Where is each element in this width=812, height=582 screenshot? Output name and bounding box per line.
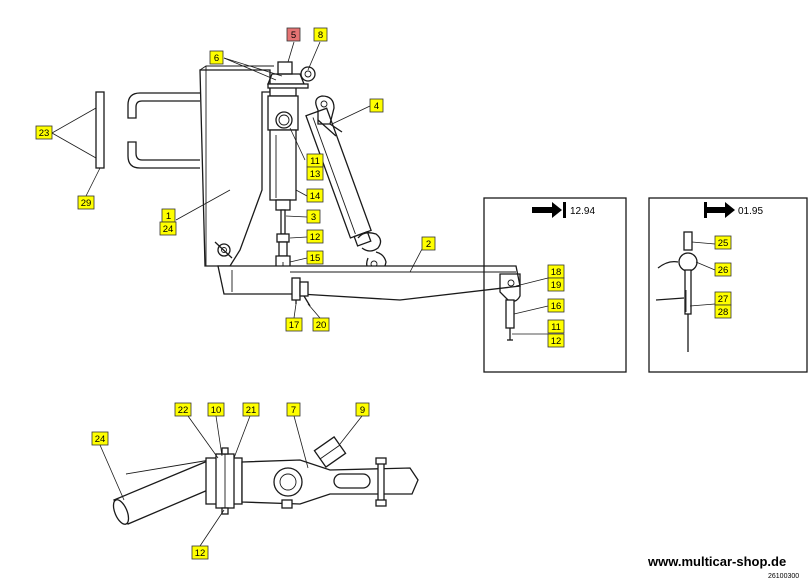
callout-17: 17 — [285, 317, 303, 332]
svg-text:11: 11 — [310, 156, 320, 167]
svg-text:1: 1 — [166, 211, 171, 222]
svg-text:12: 12 — [195, 548, 206, 559]
svg-text:11: 11 — [551, 322, 561, 333]
svg-text:18: 18 — [551, 267, 562, 278]
callout-13: 13 — [306, 166, 324, 181]
callout-26: 26 — [714, 262, 732, 277]
callout-6: 6 — [209, 50, 224, 65]
callout-12-bottom: 12 — [191, 545, 209, 560]
lower-arm — [217, 265, 521, 301]
cover-plate — [95, 91, 105, 169]
svg-text:8: 8 — [318, 30, 323, 41]
svg-text:24: 24 — [95, 434, 106, 445]
svg-text:3: 3 — [311, 212, 316, 223]
callout-24-bottom: 24 — [91, 431, 109, 446]
callout-3: 3 — [306, 209, 321, 224]
svg-text:15: 15 — [310, 253, 321, 264]
svg-text:12: 12 — [551, 336, 562, 347]
right-box-code: 01.95 — [738, 206, 763, 217]
svg-text:21: 21 — [246, 405, 257, 416]
svg-text:28: 28 — [718, 307, 729, 318]
document-number: 26100300 — [768, 573, 800, 580]
svg-text:2: 2 — [426, 239, 431, 250]
svg-text:19: 19 — [551, 280, 562, 291]
svg-text:7: 7 — [291, 405, 296, 416]
website-footer: www.multicar-shop.de — [648, 554, 787, 569]
callout-16: 16 — [547, 298, 565, 313]
callout-4: 4 — [369, 98, 384, 113]
arrow-to-stop-icon — [532, 202, 562, 218]
callout-24: 24 — [159, 221, 177, 236]
svg-text:20: 20 — [316, 320, 327, 331]
callout-15: 15 — [306, 250, 324, 265]
callout-19: 19 — [547, 277, 565, 292]
callout-1: 1 — [161, 208, 176, 223]
svg-text:24: 24 — [163, 224, 174, 235]
callout-9: 9 — [355, 402, 370, 417]
bolt-5 — [277, 61, 293, 75]
callout-2: 2 — [421, 236, 436, 251]
callout-12: 12 — [306, 229, 324, 244]
svg-text:27: 27 — [718, 294, 729, 305]
callout-11: 11 — [306, 153, 324, 168]
svg-text:17: 17 — [289, 320, 300, 331]
detail-box-right: 01.95 — [648, 197, 808, 373]
detail-box-left: 12.94 — [483, 197, 627, 373]
callout-11-detail: 11 — [547, 319, 565, 334]
callout-22: 22 — [174, 402, 192, 417]
svg-text:5: 5 — [291, 30, 296, 41]
svg-text:4: 4 — [374, 101, 379, 112]
svg-text:6: 6 — [214, 53, 219, 64]
bracket-plate — [199, 69, 271, 267]
stop-to-arrow-icon — [704, 202, 707, 218]
callout-27: 27 — [714, 291, 732, 306]
svg-text:22: 22 — [178, 405, 189, 416]
callout-5: 5 — [286, 27, 301, 42]
callout-7: 7 — [286, 402, 301, 417]
leader-lines — [51, 41, 716, 547]
callout-29: 29 — [77, 195, 95, 210]
callout-8: 8 — [313, 27, 328, 42]
left-box-code: 12.94 — [570, 206, 595, 217]
svg-text:10: 10 — [211, 405, 222, 416]
callout-20: 20 — [312, 317, 330, 332]
svg-text:26: 26 — [718, 265, 729, 276]
svg-text:12: 12 — [310, 232, 321, 243]
callout-23: 23 — [35, 125, 53, 140]
svg-text:16: 16 — [551, 301, 562, 312]
callout-10: 10 — [207, 402, 225, 417]
callout-14: 14 — [306, 188, 324, 203]
svg-text:14: 14 — [310, 191, 321, 202]
svg-text:29: 29 — [81, 198, 92, 209]
svg-text:9: 9 — [360, 405, 365, 416]
svg-text:25: 25 — [718, 238, 729, 249]
callout-21: 21 — [242, 402, 260, 417]
bottom-view-assembly — [112, 436, 419, 525]
svg-text:13: 13 — [310, 169, 321, 180]
callout-12-detail: 12 — [547, 333, 565, 348]
callout-28: 28 — [714, 304, 732, 319]
callout-18: 18 — [547, 264, 565, 279]
svg-text:23: 23 — [39, 128, 50, 139]
callout-25: 25 — [714, 235, 732, 250]
